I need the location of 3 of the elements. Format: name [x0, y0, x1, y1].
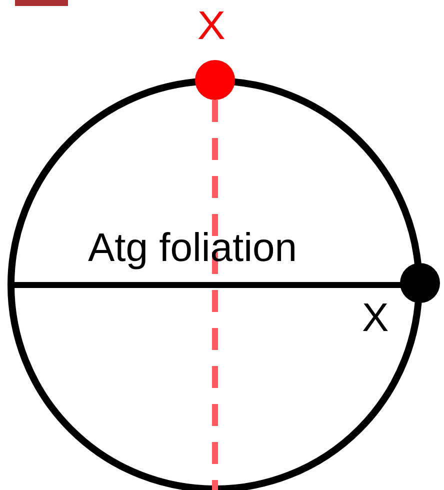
foliation-label: Atg foliation: [88, 228, 298, 268]
axis-label: X: [362, 298, 389, 338]
axis-label: X: [197, 6, 226, 46]
